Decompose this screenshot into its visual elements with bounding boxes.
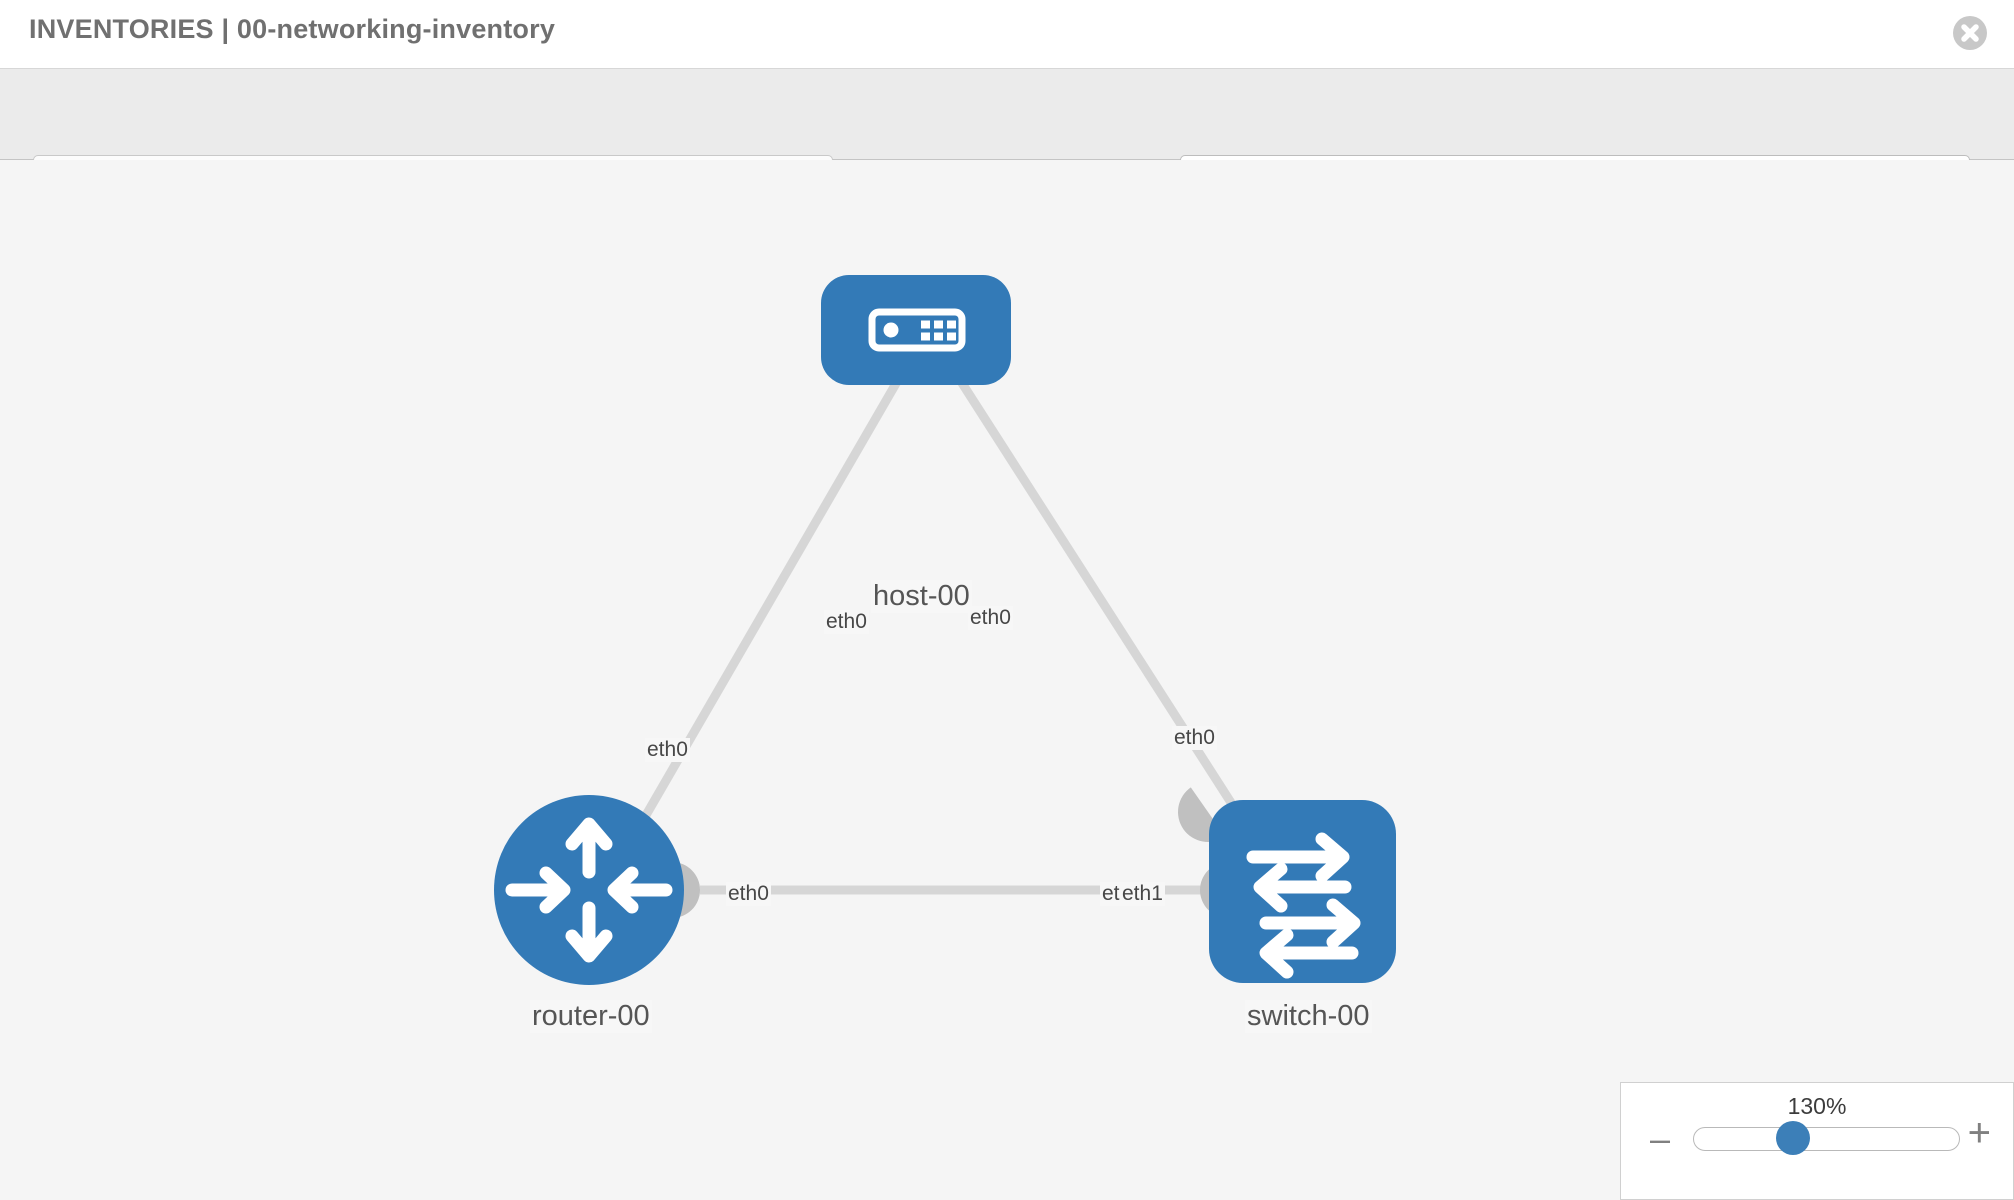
node-label-router-00: router-00 [530,1000,652,1033]
interface-label-host00-left: eth0 [824,610,869,634]
plus-icon[interactable]: + [1967,1111,1991,1155]
node-host-00[interactable] [821,275,1011,385]
node-label-switch-00: switch-00 [1245,1000,1372,1033]
node-router-00[interactable] [494,795,684,985]
interface-label-router00-uplink: eth0 [645,738,690,762]
zoom-level-value: 130% [1787,1093,1847,1119]
interface-label-switch00-eth1: eth1 [1120,882,1165,906]
server-icon [868,308,966,352]
node-label-host-00: host-00 [871,580,972,613]
page-title: INVENTORIES | 00-networking-inventory [29,14,556,44]
minus-icon[interactable]: – [1650,1118,1671,1159]
node-switch-00[interactable] [1209,800,1396,983]
zoom-control-panel: 130% – + [1620,1082,2014,1200]
zoom-slider-thumb[interactable] [1776,1121,1810,1155]
interface-label-router00-eth0: eth0 [726,882,771,906]
switch-arrows-icon [1246,832,1361,979]
router-arrows-icon [505,817,673,963]
interface-label-host00-right: eth0 [968,606,1013,630]
interface-label-switch00-uplink: eth0 [1172,726,1217,750]
toolbar: ACTIONS SEARCH [0,69,2014,209]
zoom-slider-track[interactable] [1693,1127,1960,1151]
topology-graph [494,275,1396,985]
close-icon[interactable] [1953,16,1987,50]
topology-links [616,377,1259,895]
topology-canvas[interactable]: host-00 router-00 switch-00 eth0 eth0 et… [0,160,2014,1200]
link-host00-router00[interactable] [616,377,902,863]
link-host00-switch00[interactable] [956,377,1259,843]
page-header: INVENTORIES | 00-networking-inventory [0,0,2014,69]
